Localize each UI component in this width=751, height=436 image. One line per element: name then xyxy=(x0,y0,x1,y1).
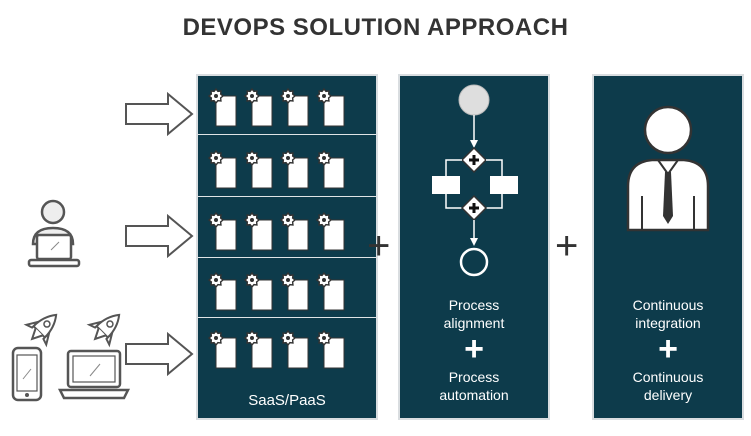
row-divider xyxy=(198,134,376,135)
document-gear-icon xyxy=(315,211,345,251)
rocket-icon xyxy=(23,313,58,348)
laptop-icon xyxy=(57,349,131,400)
process-flow-diagram xyxy=(432,84,518,277)
continuous-delivery-line2: delivery xyxy=(643,387,693,403)
document-gear-icon xyxy=(279,211,309,251)
panel-plus-sign: + xyxy=(464,330,484,368)
document-gear-icon xyxy=(315,329,345,369)
document-gear-icon xyxy=(315,271,345,311)
document-gear-icon xyxy=(243,149,273,189)
process-automation-line2: automation xyxy=(439,387,509,403)
user-laptop-icon xyxy=(27,199,81,268)
saas-paas-panel: SaaS/PaaS xyxy=(196,74,378,420)
document-gear-icon xyxy=(279,271,309,311)
process-panel: Process alignment + Process automation xyxy=(398,74,550,420)
continuous-delivery-line1: Continuous xyxy=(632,369,704,385)
document-gear-icon xyxy=(243,329,273,369)
document-grid xyxy=(207,87,345,369)
document-gear-icon xyxy=(243,87,273,127)
plus-sign: + xyxy=(555,224,579,268)
businessman-icon xyxy=(626,105,710,232)
process-automation-line1: Process xyxy=(448,369,500,385)
process-alignment-line1: Process xyxy=(448,297,500,313)
document-gear-icon xyxy=(207,271,237,311)
document-gear-icon xyxy=(243,211,273,251)
document-gear-icon xyxy=(315,87,345,127)
document-gear-icon xyxy=(207,149,237,189)
smartphone-icon xyxy=(11,346,43,402)
document-gear-icon xyxy=(207,211,237,251)
document-gear-icon xyxy=(315,149,345,189)
row-divider xyxy=(198,317,376,318)
arrow-right-icon xyxy=(125,331,194,377)
plus-sign: + xyxy=(367,224,391,268)
row-divider xyxy=(198,196,376,197)
continuous-panel: Continuous integration + Continuous deli… xyxy=(592,74,744,420)
document-gear-icon xyxy=(207,87,237,127)
saas-paas-label: SaaS/PaaS xyxy=(248,392,326,409)
process-alignment-line2: alignment xyxy=(443,315,505,331)
document-gear-icon xyxy=(279,329,309,369)
document-gear-icon xyxy=(207,329,237,369)
continuous-integration-line1: Continuous xyxy=(632,297,704,313)
arrow-right-icon xyxy=(125,213,194,259)
rocket-icon xyxy=(86,313,121,348)
document-gear-icon xyxy=(279,149,309,189)
arrow-right-icon xyxy=(125,91,194,137)
document-gear-icon xyxy=(243,271,273,311)
document-gear-icon xyxy=(279,87,309,127)
page-title: DEVOPS SOLUTION APPROACH xyxy=(182,14,569,41)
row-divider xyxy=(198,257,376,258)
continuous-integration-line2: integration xyxy=(635,315,701,331)
panel-plus-sign: + xyxy=(658,330,678,368)
